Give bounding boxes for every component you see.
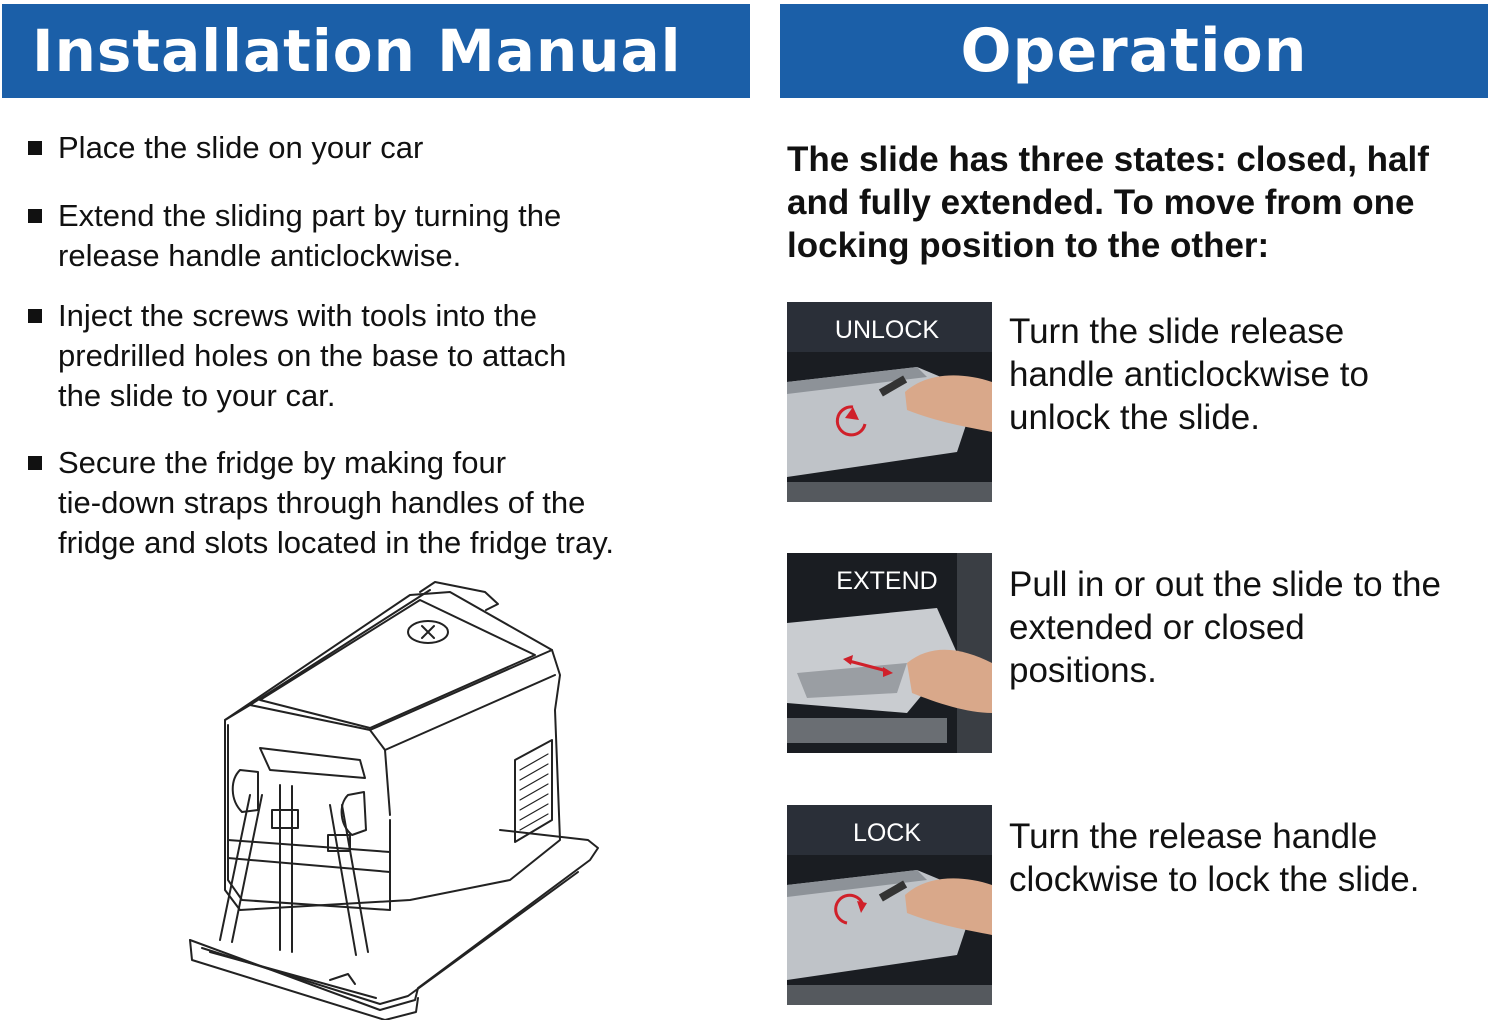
tie-down-strap: [329, 804, 369, 956]
unlock-label: UNLOCK: [834, 316, 940, 344]
slide-tray-outline: [189, 829, 599, 1011]
lock-step-text: Turn the release handle clockwise to loc…: [1009, 817, 1420, 899]
installation-manual-header: Installation Manual: [2, 4, 750, 98]
fridge-vent: [514, 739, 553, 843]
fridge-side-handle-left: [231, 769, 259, 813]
extend-step-text: Pull in or out the slide to the extended…: [1009, 565, 1441, 690]
installation-step-text: Inject the screws with tools into the pr…: [58, 298, 567, 413]
bullet-square-icon: [28, 141, 42, 155]
fridge-top-handle: [419, 581, 499, 611]
operation-header: Operation: [780, 4, 1488, 98]
fridge-lid: [259, 599, 536, 729]
fridge-body-outline: [224, 591, 561, 911]
extend-photo: EXTEND: [787, 553, 992, 753]
fridge-side-handle-right: [340, 791, 367, 836]
slide-tray-front: [189, 939, 419, 1020]
fridge-front-handle: [259, 747, 366, 779]
extend-label: EXTEND: [836, 567, 938, 595]
installation-step-text: Place the slide on your car: [58, 130, 424, 165]
installation-manual-title: Installation Manual: [32, 17, 682, 85]
operation-intro: The slide has three states: closed, half…: [787, 140, 1429, 265]
tie-down-strap: [219, 794, 263, 943]
installation-step-text: Secure the fridge by making four tie-dow…: [58, 445, 615, 560]
operation-title: Operation: [960, 16, 1308, 86]
unlock-step-text: Turn the slide release handle anticlockw…: [1009, 312, 1369, 437]
lock-label: LOCK: [852, 819, 922, 847]
anticlockwise-arrow-icon: [835, 405, 867, 437]
lock-photo: LOCK: [787, 805, 992, 1005]
fridge-logo: [407, 620, 449, 644]
bullet-square-icon: [28, 309, 42, 323]
clockwise-arrow-icon: [834, 893, 865, 925]
fridge-on-slide-illustration: [189, 581, 599, 1020]
installation-step-text: Extend the sliding part by turning the r…: [58, 198, 562, 273]
bullet-square-icon: [28, 456, 42, 470]
double-arrow-icon: [848, 659, 888, 673]
unlock-photo: UNLOCK: [787, 302, 992, 502]
bullet-square-icon: [28, 209, 42, 223]
tie-down-strap: [279, 784, 293, 953]
